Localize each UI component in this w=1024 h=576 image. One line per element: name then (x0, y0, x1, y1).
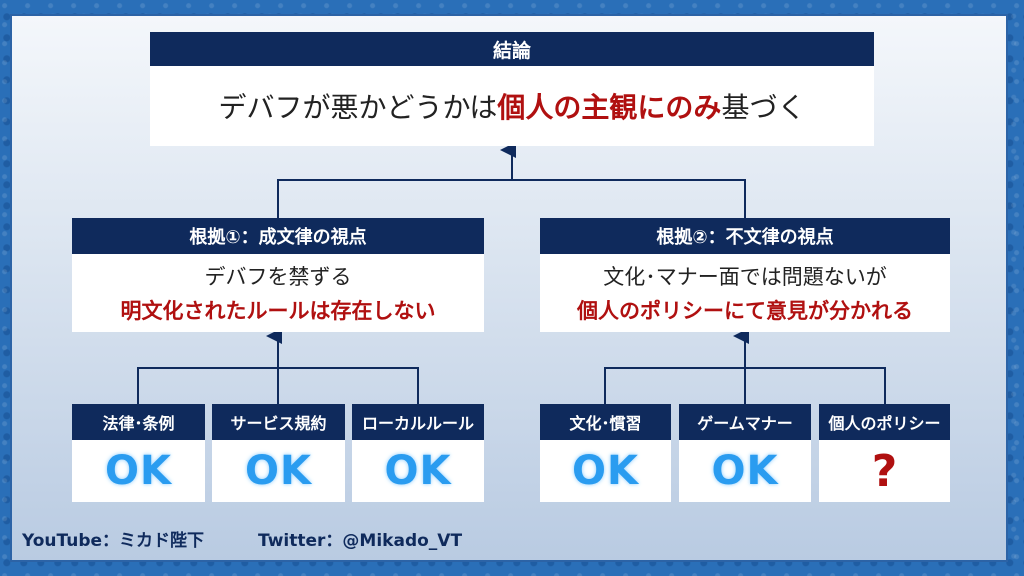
reason1-line1: デバフを禁ずる (204, 265, 352, 289)
reason2-line1: 文化･マナー面では問題ないが (603, 265, 887, 289)
reason1-line2: 明文化されたルールは存在しない (120, 299, 436, 323)
leaf-manner-value: OK (711, 448, 779, 494)
footer-youtube: YouTube：ミカド陛下 (22, 531, 205, 551)
leaf-culture-header: 文化･慣習 (540, 404, 671, 440)
leaf-law-value: OK (105, 448, 172, 494)
leaf-law-header: 法律･条例 (72, 404, 205, 440)
conclusion-text: デバフが悪かどうかは個人の主観にのみ基づく (219, 86, 806, 126)
leaf-manner-body: OK (679, 440, 811, 502)
reason1-header: 根拠①：成文律の視点 (72, 218, 484, 254)
reason1-body: デバフを禁ずる 明文化されたルールは存在しない (72, 254, 484, 332)
top-branch (277, 179, 746, 218)
leaf-culture-value: OK (572, 448, 639, 494)
leaf-terms-value: OK (245, 448, 312, 494)
reason2-body: 文化･マナー面では問題ないが 個人のポリシーにて意見が分かれる (540, 254, 950, 332)
conclusion-text-highlight: 個人の主観にのみ (497, 91, 722, 124)
footer-twitter: Twitter：@Mikado_VT (258, 531, 463, 551)
leaf-policy-header: 個人のポリシー (819, 404, 950, 440)
leaf-law-body: OK (72, 440, 205, 502)
reason2-header: 根拠②：不文律の視点 (540, 218, 950, 254)
leaf-terms-header: サービス規約 (212, 404, 345, 440)
reason2-line2: 個人のポリシーにて意見が分かれる (577, 299, 913, 323)
conclusion-header: 結論 (150, 32, 874, 66)
leaf-local-body: OK (352, 440, 484, 502)
leaf-policy-value: ? (871, 445, 898, 497)
leaf-culture-body: OK (540, 440, 671, 502)
conclusion-body: デバフが悪かどうかは個人の主観にのみ基づく (150, 66, 874, 146)
conclusion-text-before: デバフが悪かどうかは (218, 91, 498, 124)
leaf-terms-body: OK (212, 440, 345, 502)
leaf-local-header: ローカルルール (352, 404, 484, 440)
leaf-manner-header: ゲームマナー (679, 404, 811, 440)
leaf-policy-body: ? (819, 440, 950, 502)
conclusion-text-after: 基づく (721, 91, 806, 124)
leaf-local-value: OK (384, 448, 452, 494)
